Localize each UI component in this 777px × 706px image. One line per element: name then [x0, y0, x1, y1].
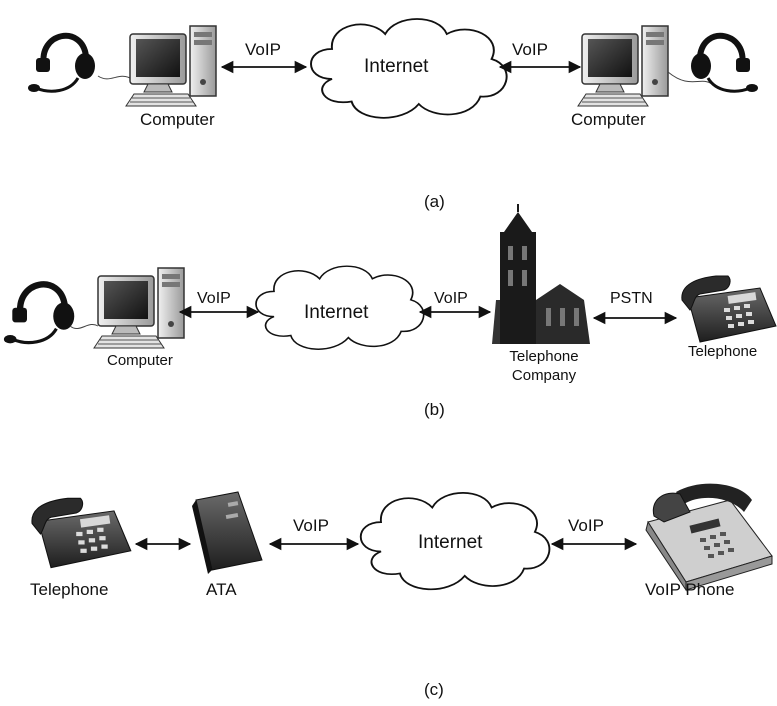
church-icon: [492, 204, 590, 344]
ata-label: ATA: [206, 580, 237, 599]
voip-label: VoIP: [568, 516, 604, 535]
telephone-company-label-line2: Company: [511, 367, 577, 384]
headset-cable: [97, 75, 131, 80]
pstn-label: PSTN: [610, 290, 653, 307]
ata-device-icon: [192, 491, 263, 574]
internet-label: Internet: [418, 532, 483, 553]
caption-c: (c): [424, 680, 444, 699]
telephone-company-label-line1: Telephone: [509, 348, 579, 365]
headset-icon: [4, 284, 74, 343]
panel-b: [4, 204, 777, 351]
computer-icon: [93, 267, 185, 349]
caption-b: (b): [424, 400, 445, 419]
headset-icon: [28, 36, 95, 92]
internet-label: Internet: [304, 302, 369, 323]
headset-icon: [691, 36, 758, 92]
voip-label: VoIP: [245, 40, 281, 59]
voip-label: VoIP: [293, 516, 329, 535]
computer-label: Computer: [571, 110, 646, 129]
panel-c: [31, 483, 773, 592]
telephone-label: Telephone: [30, 580, 109, 599]
voip-phone-label: VoIP Phone: [645, 580, 735, 599]
headset-cable: [667, 71, 713, 85]
computer-icon: [125, 25, 217, 107]
headset-cable: [69, 324, 99, 330]
voip-phone-icon: [645, 483, 773, 592]
voip-label: VoIP: [512, 40, 548, 59]
computer-label: Computer: [140, 110, 215, 129]
voip-label: VoIP: [434, 290, 468, 307]
computer-icon: [577, 25, 669, 107]
caption-a: (a): [424, 192, 445, 211]
internet-label: Internet: [364, 56, 429, 77]
telephone-icon: [31, 497, 132, 569]
computer-label: Computer: [107, 352, 173, 369]
voip-label: VoIP: [197, 290, 231, 307]
telephone-label: Telephone: [688, 343, 758, 360]
telephone-icon: [681, 275, 777, 343]
panel-a: [28, 18, 758, 119]
